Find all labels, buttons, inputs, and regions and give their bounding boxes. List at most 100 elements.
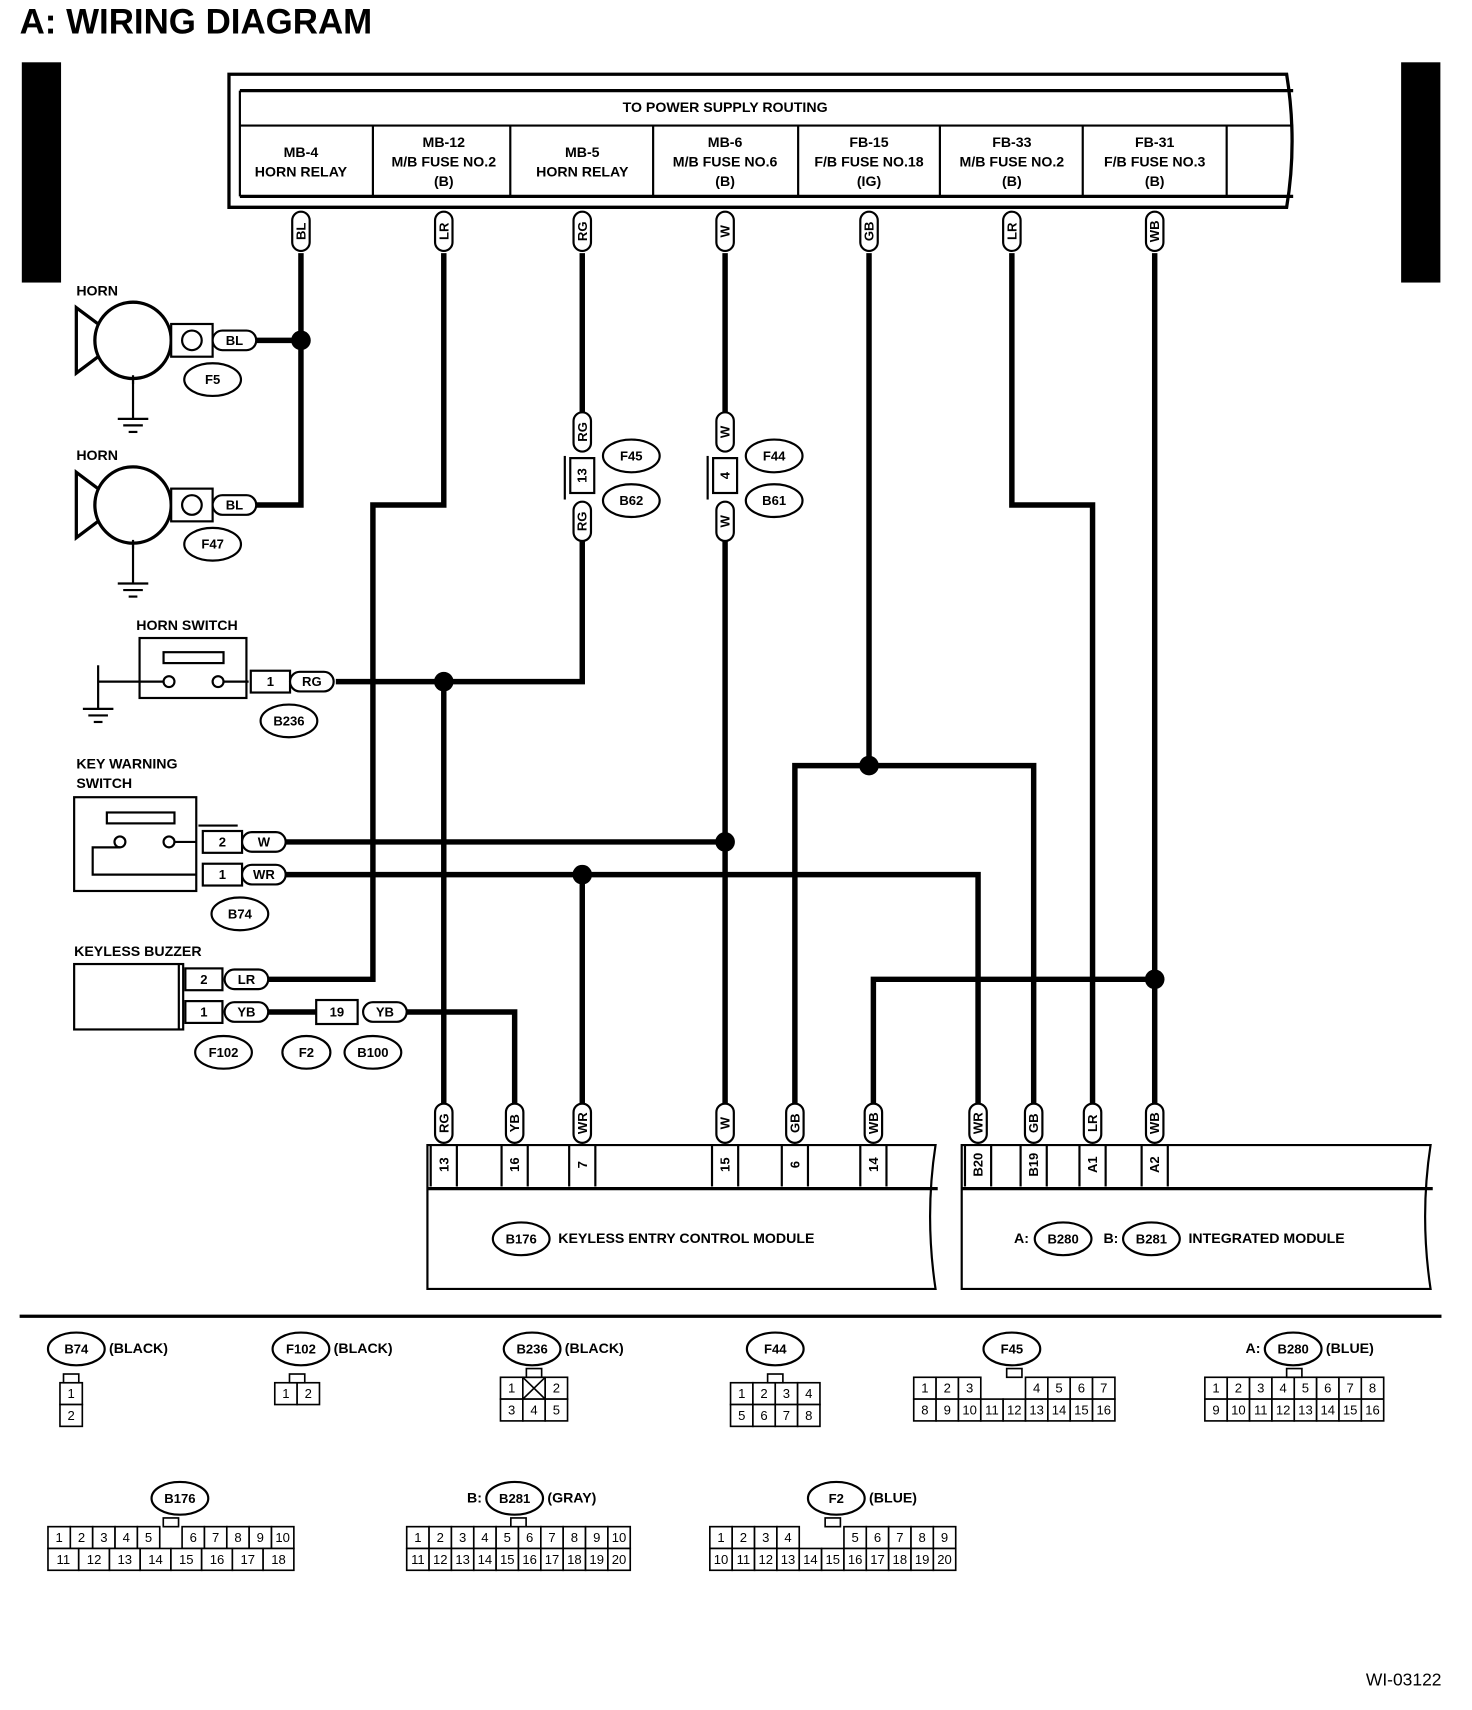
pin-number: 1 (68, 1386, 75, 1401)
wire-color-label: RG (302, 674, 322, 689)
pin-number: 4 (123, 1530, 130, 1545)
wire (870, 976, 1155, 1104)
pin-number: 11 (985, 1402, 999, 1417)
connector-prefix: A: (1246, 1341, 1261, 1357)
connector-color: (BLACK) (334, 1341, 393, 1357)
power-supply-box (227, 72, 1294, 209)
wire-color-tag (1023, 1102, 1044, 1144)
wire-color-label: WB (866, 1112, 881, 1134)
power-supply-cell-text: HORN RELAY (536, 164, 629, 180)
pin-number: 13 (436, 1157, 451, 1172)
power-supply-cell-text: (B) (1002, 174, 1022, 190)
pin-number: 19 (330, 1005, 345, 1020)
pin-number: 18 (567, 1552, 582, 1567)
pin-number: 1 (508, 1381, 515, 1396)
wire-color-label: W (718, 515, 733, 528)
pin-number: 16 (210, 1552, 225, 1567)
connector-id-oval (744, 438, 804, 474)
pin-number: 5 (553, 1402, 560, 1417)
power-supply-cell-text: FB-33 (992, 135, 1031, 151)
pin-number: 8 (805, 1408, 812, 1423)
connector-id-oval (1033, 1221, 1093, 1257)
junction-dot (859, 755, 879, 776)
side-tab (1401, 62, 1441, 283)
blank-cavity-icon (522, 1376, 546, 1400)
pin-number: 16 (522, 1552, 537, 1567)
connector-id: F44 (763, 448, 786, 463)
connector-id-oval (150, 1480, 210, 1516)
pin-number: B20 (971, 1153, 986, 1177)
connector-id: F2 (299, 1045, 314, 1060)
pin-number: 3 (966, 1381, 973, 1396)
connector-id: F45 (1001, 1341, 1024, 1356)
wire-color-tag (211, 329, 258, 352)
pin-number: 14 (478, 1552, 493, 1567)
connector-id-oval (343, 1034, 403, 1070)
pin-number: 15 (718, 1157, 733, 1172)
connector-id: F44 (764, 1341, 787, 1356)
pin-number: 15 (1074, 1402, 1089, 1417)
pin-number: 12 (1276, 1402, 1291, 1417)
key-warning-switch-label: SWITCH (76, 776, 132, 792)
wire-color-label: BL (293, 223, 308, 240)
side-tab (21, 62, 62, 283)
pin-number: 2 (760, 1386, 767, 1401)
pin-number: 11 (1254, 1402, 1268, 1417)
module-label: KEYLESS ENTRY CONTROL MODULE (558, 1231, 814, 1247)
switch-terminal (162, 675, 176, 689)
wire-color-tag (1144, 1102, 1165, 1144)
wire-color-tag (223, 968, 270, 991)
wire (405, 1009, 518, 1104)
pin-number: 8 (234, 1530, 241, 1545)
pin-number: 11 (411, 1552, 425, 1567)
connector-latch (1005, 1367, 1023, 1379)
connector-id: F2 (829, 1491, 844, 1506)
connector-id-oval (744, 483, 804, 519)
pin-number: 8 (921, 1402, 928, 1417)
junction-dot (1144, 969, 1165, 990)
pin-number: 14 (1052, 1402, 1067, 1417)
pin-number: 11 (57, 1552, 71, 1567)
wire-color-tag (211, 494, 258, 516)
connector-id-oval (210, 896, 270, 932)
power-supply-cell-text: F/B FUSE NO.3 (1104, 155, 1206, 171)
power-supply-cell-text: M/B FUSE NO.6 (673, 155, 778, 171)
pin-number: 2 (219, 834, 226, 849)
connector-pin (712, 457, 739, 495)
wire-color-label: LR (1004, 222, 1019, 240)
pin-number: 6 (526, 1530, 533, 1545)
connector-latch (1285, 1367, 1303, 1379)
wire-color-label: RG (575, 422, 590, 442)
pin-number: 2 (200, 972, 207, 987)
wire-color-label: WB (1147, 1112, 1162, 1134)
pin-number: 13 (1298, 1402, 1313, 1417)
prefix: A: (1014, 1231, 1029, 1247)
connector-id: B100 (357, 1045, 388, 1060)
connector-id: B61 (762, 493, 786, 508)
pin-number: 19 (589, 1552, 604, 1567)
figure-id: WI-03122 (1366, 1669, 1442, 1689)
connector-latch (525, 1367, 543, 1379)
pin-number: 15 (179, 1552, 194, 1567)
connector-id: B280 (1278, 1341, 1309, 1356)
pin-number: 7 (548, 1530, 555, 1545)
connector-body (170, 322, 214, 358)
pin-number: 1 (267, 674, 274, 689)
wire-color-label: LR (1085, 1114, 1100, 1132)
pin-number: 10 (962, 1402, 977, 1417)
pin-number: 16 (1096, 1402, 1111, 1417)
power-supply-cell-text: (B) (434, 174, 454, 190)
junction-dot (433, 671, 454, 692)
power-supply-cell-text: M/B FUSE NO.2 (960, 155, 1065, 171)
wire-color-label: GB (862, 221, 877, 241)
pin-number: 6 (1078, 1381, 1085, 1396)
pin-number: 4 (1033, 1381, 1040, 1396)
wire-color-label: YB (376, 1005, 394, 1020)
connector-color: (BLUE) (1326, 1341, 1374, 1357)
power-supply-cell-text: MB-12 (423, 135, 466, 151)
wire-color-tag (240, 863, 287, 886)
connector-id-oval (194, 1034, 253, 1070)
pin-number: 18 (271, 1552, 286, 1567)
wire-color-tag (572, 1102, 593, 1144)
connector-id: F47 (201, 537, 224, 552)
